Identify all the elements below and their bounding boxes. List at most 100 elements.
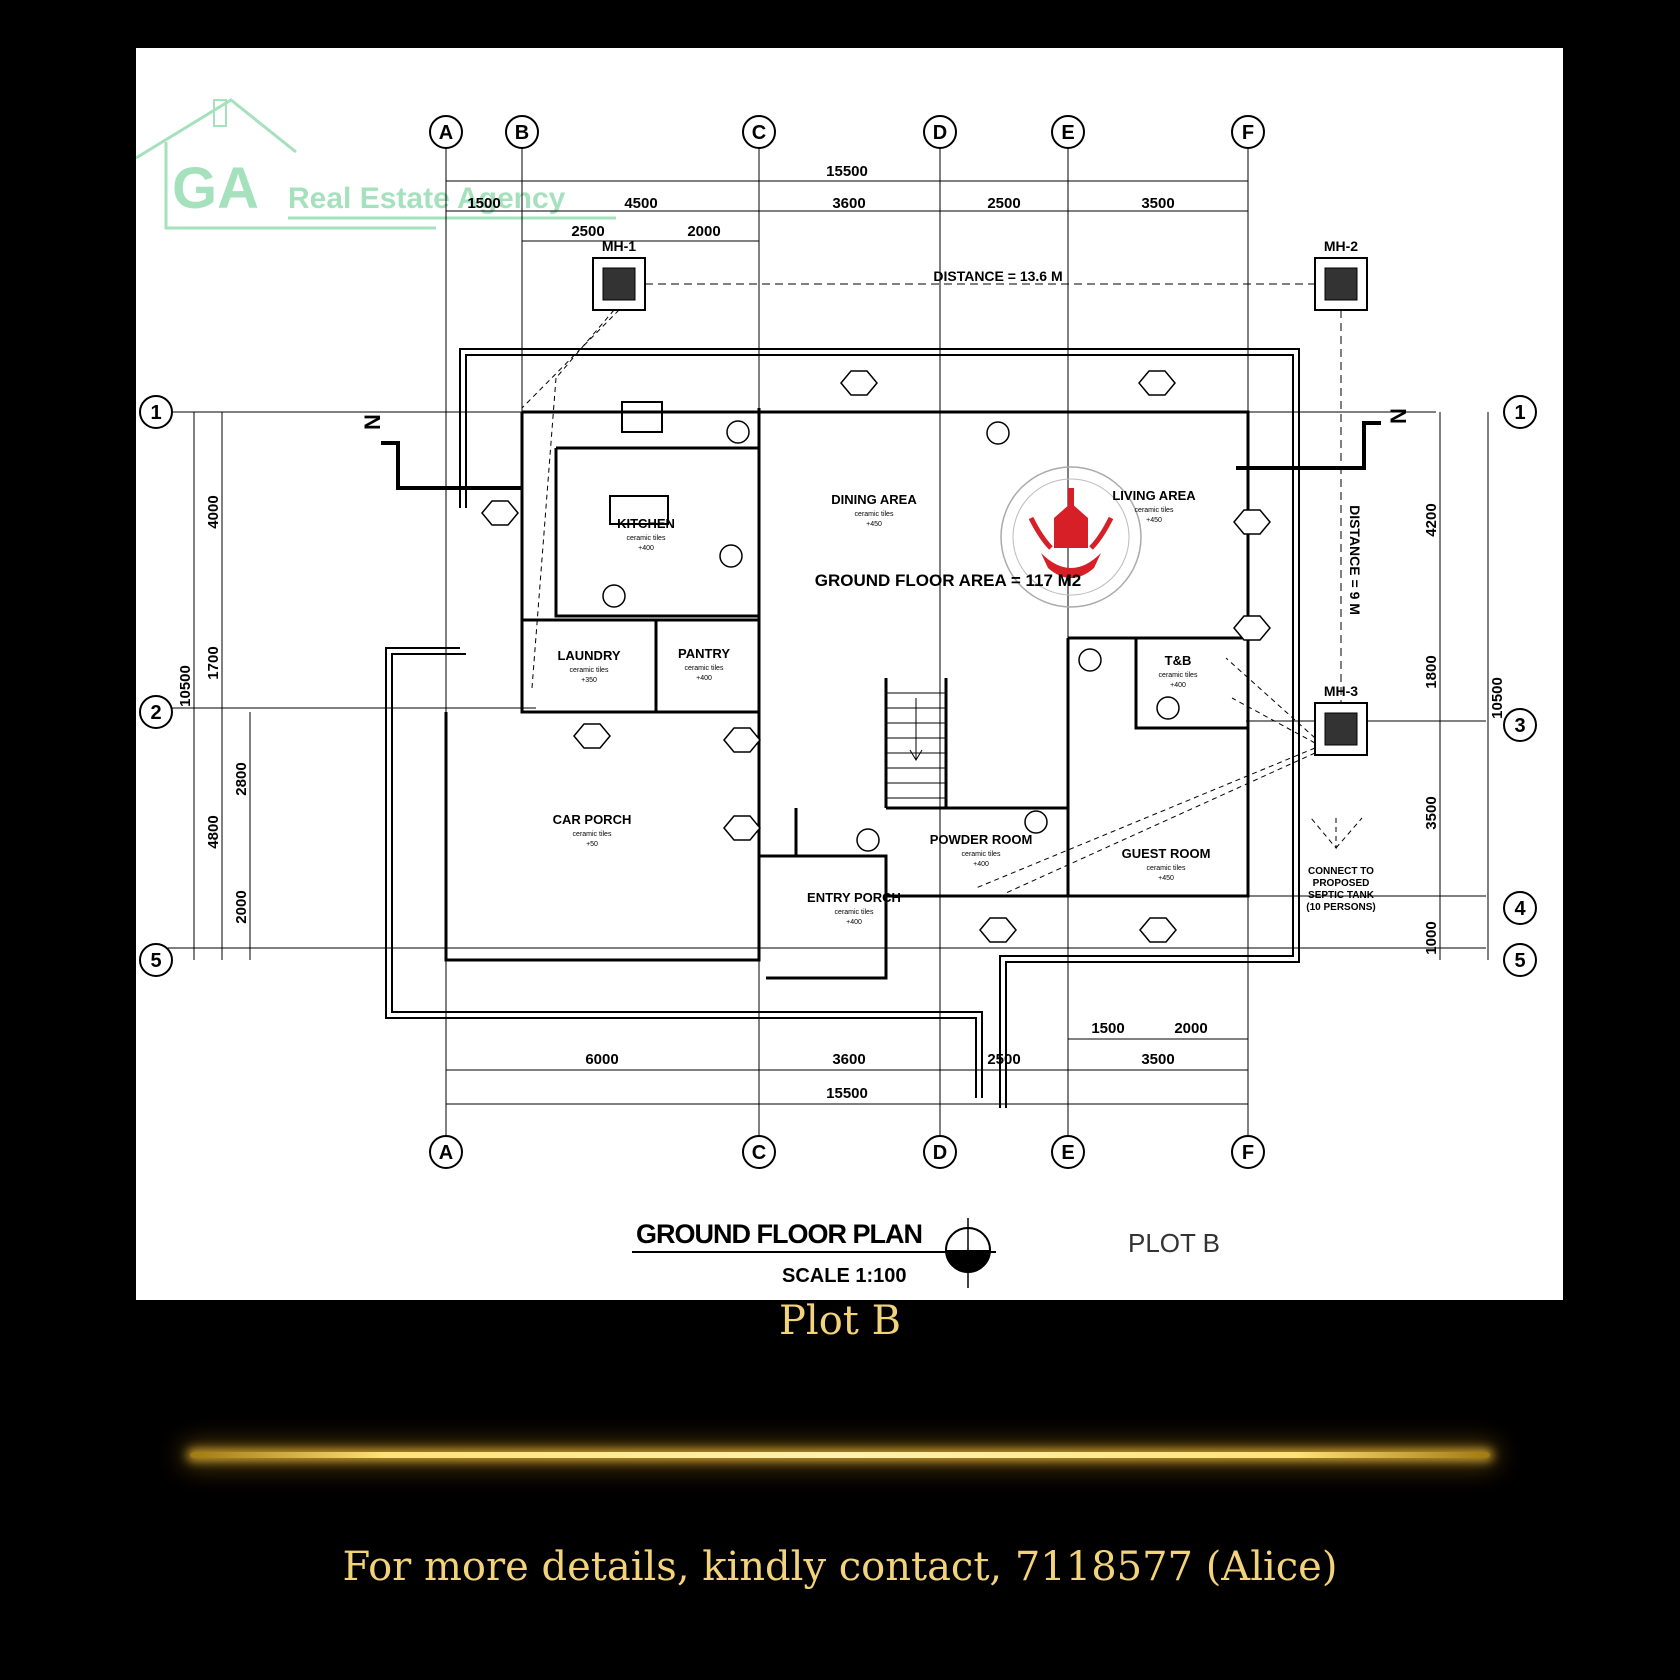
svg-text:+450: +450 — [1158, 875, 1174, 882]
svg-text:ceramic tiles: ceramic tiles — [627, 535, 666, 542]
svg-text:2800: 2800 — [233, 762, 250, 795]
drawing-scale: SCALE 1:100 — [782, 1265, 907, 1287]
svg-text:+450: +450 — [866, 521, 882, 528]
svg-text:3500: 3500 — [1141, 1051, 1174, 1068]
svg-text:1500: 1500 — [467, 195, 500, 212]
svg-text:4800: 4800 — [205, 815, 222, 848]
grid-label-a-bottom: A — [439, 1142, 453, 1164]
ground-floor-area: GROUND FLOOR AREA = 117 M2 — [815, 571, 1082, 590]
svg-text:+400: +400 — [846, 919, 862, 926]
svg-text:ceramic tiles: ceramic tiles — [1147, 865, 1186, 872]
svg-text:3600: 3600 — [832, 1051, 865, 1068]
grid-label-f: F — [1242, 122, 1254, 144]
svg-text:2500: 2500 — [571, 223, 604, 240]
manhole-mh-1: MH-1 — [592, 238, 646, 311]
svg-text:ceramic tiles: ceramic tiles — [1135, 507, 1174, 514]
svg-text:+400: +400 — [1170, 682, 1186, 689]
sewer-lines: DISTANCE = 13.6 M DISTANCE = 9 M — [521, 268, 1363, 894]
manhole-mh-2: MH-2 — [1314, 238, 1368, 311]
distance-horizontal: DISTANCE = 13.6 M — [933, 268, 1062, 284]
plot-caption: Plot B — [779, 1298, 901, 1344]
svg-text:15500: 15500 — [826, 163, 868, 180]
svg-text:1700: 1700 — [205, 646, 222, 679]
svg-text:N: N — [1386, 408, 1411, 424]
svg-text:4200: 4200 — [1423, 503, 1440, 536]
svg-text:ceramic tiles: ceramic tiles — [835, 909, 874, 916]
distance-vertical: DISTANCE = 9 M — [1347, 505, 1363, 615]
building-walls — [444, 408, 1250, 980]
svg-text:ceramic tiles: ceramic tiles — [570, 667, 609, 674]
title-block: GROUND FLOOR PLAN SCALE 1:100 PLOT B — [632, 1218, 1220, 1288]
dimensions-left: 10500 4000 1700 4800 2800 2000 — [177, 412, 251, 960]
staircase — [886, 692, 946, 799]
svg-text:(10 PERSONS): (10 PERSONS) — [1306, 902, 1375, 913]
svg-text:MH-1: MH-1 — [602, 238, 636, 254]
gold-divider-line — [190, 1452, 1490, 1458]
floor-plan-sheet: GA Real Estate Agency A B C D E F A C — [136, 48, 1563, 1300]
svg-text:1000: 1000 — [1423, 921, 1440, 954]
svg-text:+400: +400 — [696, 675, 712, 682]
svg-text:2500: 2500 — [987, 195, 1020, 212]
room-kitchen: KITCHEN — [617, 516, 675, 531]
plot-tag: PLOT B — [1128, 1228, 1220, 1258]
svg-text:2000: 2000 — [1174, 1020, 1207, 1037]
grid-label-d-bottom: D — [933, 1142, 947, 1164]
room-pantry: PANTRY — [678, 646, 730, 661]
room-guest-room: GUEST ROOM — [1122, 846, 1211, 861]
manhole-mh-3: MH-3 — [1314, 683, 1368, 756]
svg-text:2000: 2000 — [233, 890, 250, 923]
dimensions-top: 15500 1500 4500 3600 2500 3500 2500 2000 — [446, 163, 1248, 242]
svg-text:CONNECT TO: CONNECT TO — [1308, 866, 1374, 877]
north-arrow-left: N — [360, 414, 522, 490]
kitchen-appliance — [621, 401, 663, 433]
grid-label-a: A — [439, 122, 453, 144]
agency-logo-watermark: GA Real Estate Agency — [136, 98, 616, 230]
official-seal-stamp — [1000, 466, 1142, 608]
grid-label-e-bottom: E — [1061, 1142, 1074, 1164]
grid-label-d: D — [933, 122, 947, 144]
svg-text:3500: 3500 — [1423, 796, 1440, 829]
north-arrow-right: N — [1236, 408, 1411, 470]
grid-label-c: C — [752, 122, 766, 144]
window-door-tags — [481, 370, 1271, 943]
dimensions-right: 10500 4200 1800 3500 1000 — [1423, 412, 1506, 960]
grid-label-b: B — [515, 122, 529, 144]
grid-label-3-right: 3 — [1514, 715, 1525, 737]
svg-text:1500: 1500 — [1091, 1020, 1124, 1037]
grid-label-c-bottom: C — [752, 1142, 766, 1164]
svg-text:+450: +450 — [1146, 517, 1162, 524]
grid-label-1-right: 1 — [1514, 402, 1525, 424]
svg-text:SEPTIC TANK: SEPTIC TANK — [1308, 890, 1375, 901]
svg-text:1800: 1800 — [1423, 655, 1440, 688]
svg-text:15500: 15500 — [826, 1085, 868, 1102]
svg-text:3500: 3500 — [1141, 195, 1174, 212]
svg-text:ceramic tiles: ceramic tiles — [573, 831, 612, 838]
drawing-title: GROUND FLOOR PLAN — [636, 1219, 922, 1249]
svg-text:3600: 3600 — [832, 195, 865, 212]
svg-text:4000: 4000 — [205, 495, 222, 528]
room-entry-porch: ENTRY PORCH — [807, 890, 901, 905]
logo-name: Real Estate Agency — [288, 182, 566, 215]
septic-tank-note: CONNECT TO PROPOSED SEPTIC TANK (10 PERS… — [1306, 866, 1375, 913]
svg-text:+350: +350 — [581, 677, 597, 684]
dimensions-bottom: 1500 2000 6000 3600 2500 3500 15500 — [446, 1020, 1248, 1105]
kitchen-island — [609, 495, 669, 525]
grid-label-5-left: 5 — [150, 950, 161, 972]
room-car-porch: CAR PORCH — [553, 812, 632, 827]
svg-text:+400: +400 — [973, 861, 989, 868]
svg-text:2500: 2500 — [987, 1051, 1020, 1068]
svg-text:4500: 4500 — [624, 195, 657, 212]
grid-label-e: E — [1061, 122, 1074, 144]
logo-initials: GA — [172, 156, 259, 221]
svg-text:+400: +400 — [638, 545, 654, 552]
grid-lines — [166, 148, 1486, 1158]
contact-info: For more details, kindly contact, 711857… — [342, 1544, 1338, 1590]
grid-label-5-right: 5 — [1514, 950, 1525, 972]
svg-text:PROPOSED: PROPOSED — [1313, 878, 1370, 889]
svg-text:ceramic tiles: ceramic tiles — [685, 665, 724, 672]
grid-label-2-left: 2 — [150, 702, 161, 724]
site-boundary — [385, 348, 1300, 1108]
svg-text:MH-2: MH-2 — [1324, 238, 1358, 254]
floor-plan-drawing: GA Real Estate Agency A B C D E F A C — [136, 98, 1537, 1288]
grid-bubbles: A B C D E F A C D E F 1 2 5 1 3 4 5 — [139, 115, 1537, 1169]
